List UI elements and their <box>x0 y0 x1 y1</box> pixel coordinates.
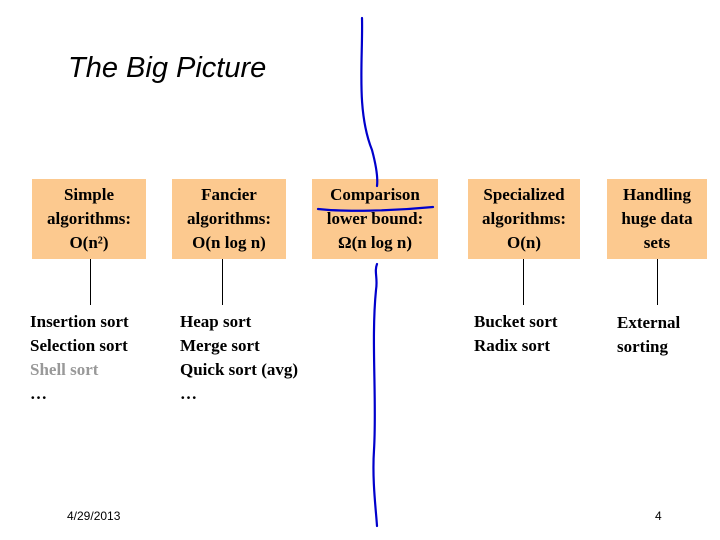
simple-algorithms-box: Simple algorithms: O(n²) <box>32 179 146 259</box>
box-line: Ω(n log n) <box>337 233 413 252</box>
box-line: lower bound: <box>326 209 424 228</box>
box-line: O(n log n) <box>192 233 266 252</box>
list-item: Bucket sort <box>474 312 558 331</box>
box-line: sets <box>643 233 671 252</box>
fancier-algorithms-box: Fancier algorithms: O(n log n) <box>172 179 286 259</box>
page-number: 4 <box>655 509 662 523</box>
box-line: Fancier <box>201 185 257 204</box>
list-item: … <box>180 384 197 403</box>
connector-line <box>657 259 658 305</box>
list-item: … <box>30 384 47 403</box>
list-item-dimmed: Shell sort <box>30 360 99 379</box>
comparison-lower-bound-box: Comparison lower bound: Ω(n log n) <box>312 179 438 259</box>
specialized-algorithms-list: Bucket sort Radix sort <box>474 310 558 358</box>
connector-line <box>222 259 223 305</box>
box-line: algorithms: <box>481 209 567 228</box>
ink-divider-line-upper <box>360 16 379 188</box>
list-item: Insertion sort <box>30 312 129 331</box>
huge-data-sets-box: Handling huge data sets <box>607 179 707 259</box>
ink-underline <box>316 205 435 212</box>
ink-divider-line-lower <box>372 262 379 528</box>
box-line: huge data <box>621 209 693 228</box>
list-item: Quick sort (avg) <box>180 360 299 379</box>
slide-date: 4/29/2013 <box>67 509 121 523</box>
box-line: Comparison <box>330 185 420 204</box>
huge-data-sets-list: External sorting <box>617 311 680 359</box>
box-line: O(n²) <box>69 233 109 252</box>
specialized-algorithms-box: Specialized algorithms: O(n) <box>468 179 580 259</box>
fancier-algorithms-list: Heap sort Merge sort Quick sort (avg) … <box>180 310 298 406</box>
connector-line <box>523 259 524 305</box>
list-item: External <box>617 313 681 332</box>
box-line: Specialized <box>483 185 565 204</box>
list-item: sorting <box>617 337 668 356</box>
connector-line <box>90 259 91 305</box>
simple-algorithms-list: Insertion sort Selection sort Shell sort… <box>30 310 129 406</box>
list-item: Selection sort <box>30 336 128 355</box>
list-item: Merge sort <box>180 336 260 355</box>
list-item: Heap sort <box>180 312 252 331</box>
list-item: Radix sort <box>474 336 551 355</box>
slide-title: The Big Picture <box>68 52 267 84</box>
box-line: Simple <box>63 185 115 204</box>
box-line: Handling <box>622 185 692 204</box>
box-line: algorithms: <box>46 209 132 228</box>
box-line: O(n) <box>507 233 541 252</box>
box-line: algorithms: <box>186 209 272 228</box>
